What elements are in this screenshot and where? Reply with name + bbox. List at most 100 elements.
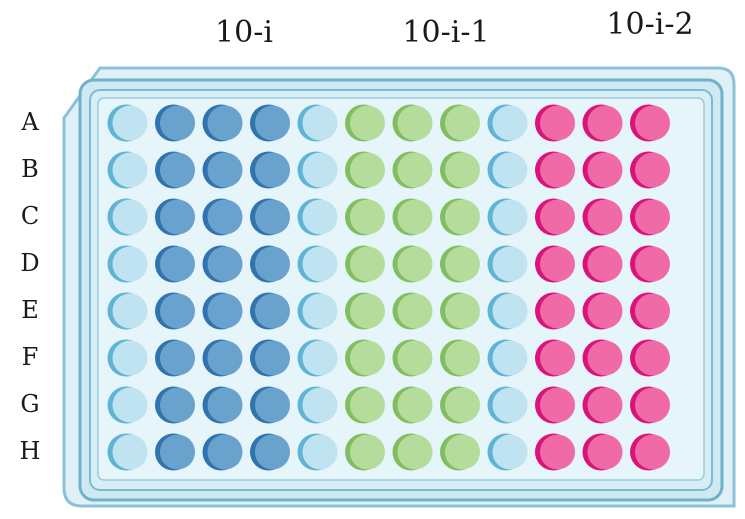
well-fill [113, 341, 148, 376]
well-fill [540, 388, 575, 423]
well [108, 434, 148, 471]
well-fill [540, 247, 575, 282]
well-fill [350, 247, 385, 282]
well [535, 340, 575, 377]
well [488, 434, 528, 471]
well [488, 152, 528, 189]
well-fill [113, 200, 148, 235]
well-fill [113, 435, 148, 470]
well [393, 434, 433, 471]
well-fill [160, 106, 195, 141]
well-fill [303, 341, 338, 376]
row-label-b: B [21, 155, 39, 183]
well-fill [160, 153, 195, 188]
well-fill [493, 200, 528, 235]
well [250, 152, 290, 189]
well-fill [635, 388, 670, 423]
well-fill [493, 435, 528, 470]
well [440, 293, 480, 330]
well-fill [255, 341, 290, 376]
well-fill [303, 388, 338, 423]
well [488, 293, 528, 330]
well-fill [113, 388, 148, 423]
well-fill [350, 388, 385, 423]
well-fill [635, 153, 670, 188]
well-fill [255, 106, 290, 141]
well [535, 152, 575, 189]
well [488, 105, 528, 142]
well-fill [445, 247, 480, 282]
well-fill [398, 247, 433, 282]
well [298, 340, 338, 377]
well-fill [588, 341, 623, 376]
well-fill [635, 435, 670, 470]
well-fill [398, 341, 433, 376]
row-label-a: A [20, 108, 39, 136]
well [630, 152, 670, 189]
well-fill [350, 341, 385, 376]
well-fill [160, 294, 195, 329]
well [155, 293, 195, 330]
well-fill [398, 435, 433, 470]
well [630, 246, 670, 283]
well-fill [255, 294, 290, 329]
well [298, 246, 338, 283]
well-fill [445, 341, 480, 376]
well-fill [350, 153, 385, 188]
well-fill [588, 200, 623, 235]
group-label-10-i-1: 10-i-1 [402, 15, 489, 50]
well [345, 105, 385, 142]
well [393, 387, 433, 424]
well-fill [350, 106, 385, 141]
well-fill [588, 388, 623, 423]
well [155, 340, 195, 377]
row-label-e: E [21, 296, 39, 324]
well [108, 199, 148, 236]
well-fill [350, 294, 385, 329]
well-fill [208, 200, 243, 235]
well [393, 199, 433, 236]
well-fill [303, 153, 338, 188]
well [440, 246, 480, 283]
well-fill [445, 200, 480, 235]
well [203, 340, 243, 377]
well-fill [398, 106, 433, 141]
well [488, 387, 528, 424]
well-fill [588, 247, 623, 282]
well [393, 105, 433, 142]
well [345, 434, 385, 471]
well-fill [588, 153, 623, 188]
well-fill [398, 153, 433, 188]
well-fill [540, 200, 575, 235]
well [345, 340, 385, 377]
group-label-10-i-2: 10-i-2 [606, 7, 693, 42]
well-fill [635, 106, 670, 141]
well [250, 246, 290, 283]
well-fill [113, 106, 148, 141]
well-fill [303, 294, 338, 329]
well-fill [445, 435, 480, 470]
well [583, 293, 623, 330]
well [155, 434, 195, 471]
well [250, 105, 290, 142]
well [440, 105, 480, 142]
well [393, 293, 433, 330]
well-fill [208, 341, 243, 376]
well-fill [398, 294, 433, 329]
well-fill [588, 106, 623, 141]
well [108, 293, 148, 330]
well [535, 293, 575, 330]
well [345, 152, 385, 189]
well [583, 434, 623, 471]
well [298, 387, 338, 424]
well-fill [350, 200, 385, 235]
well [583, 246, 623, 283]
well [203, 387, 243, 424]
well [440, 199, 480, 236]
well [345, 199, 385, 236]
well [298, 199, 338, 236]
row-label-f: F [22, 343, 39, 371]
well [250, 293, 290, 330]
well [440, 387, 480, 424]
